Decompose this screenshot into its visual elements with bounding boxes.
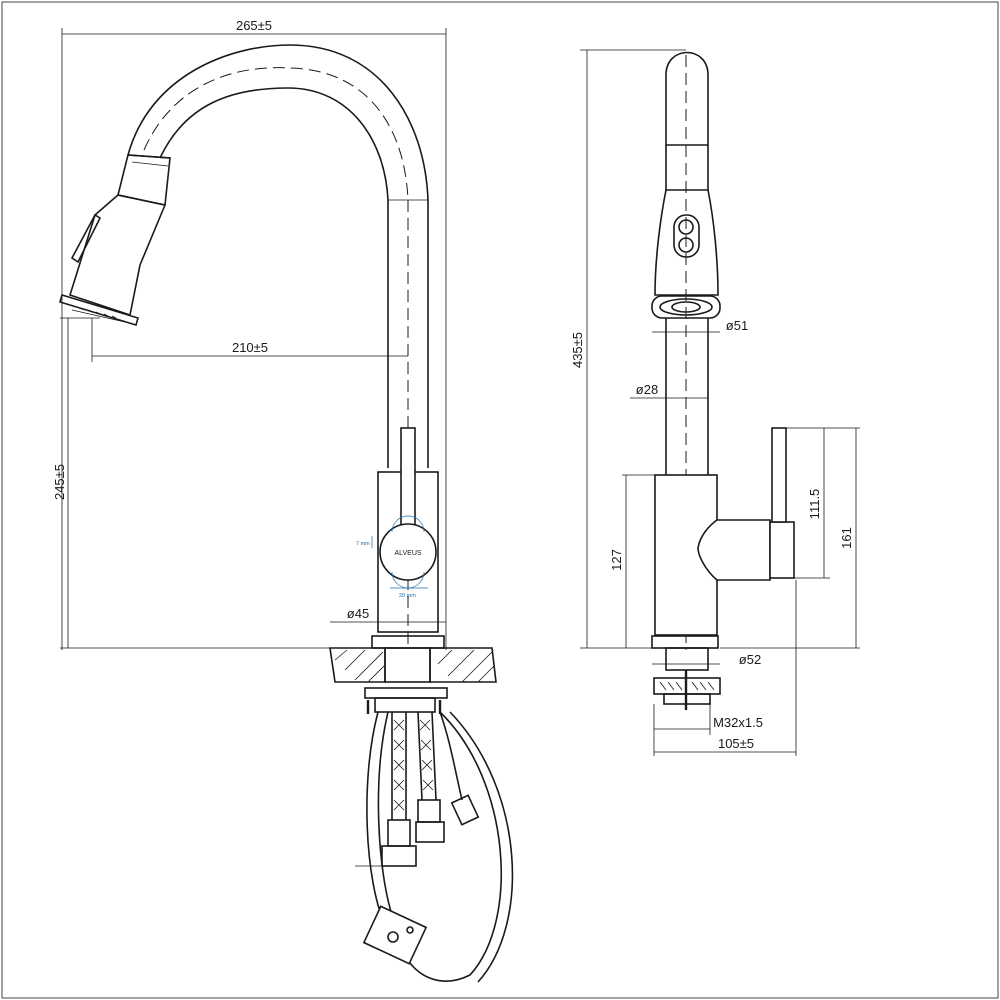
dim-spout-diameter: ø28 xyxy=(630,382,708,399)
base-diameter-label: ø45 xyxy=(347,606,369,621)
spout-reach-label: 210±5 xyxy=(232,340,268,355)
body-height-label: 127 xyxy=(609,549,624,571)
spout-diameter-label: ø28 xyxy=(636,382,658,397)
dim-base-diameter: ø45 xyxy=(330,606,446,623)
dim-depth: 105±5 xyxy=(654,580,797,756)
flange-diameter-label: ø52 xyxy=(739,652,761,667)
supply-hoses xyxy=(355,711,514,983)
total-height-label: 435±5 xyxy=(570,332,585,368)
spout-height-label: 245±5 xyxy=(52,464,67,500)
dim-flange-diameter: ø52 xyxy=(652,652,761,667)
side-mounting xyxy=(653,647,721,710)
front-view: 265±5 210±5 xyxy=(52,18,514,983)
dim-overall-reach: 265±5 xyxy=(61,18,447,650)
label-7mm: 7 mm xyxy=(356,541,370,547)
countertop xyxy=(329,647,497,714)
depth-label: 105±5 xyxy=(718,736,754,751)
dim-lever-heights: 111.5 161 xyxy=(720,427,860,649)
side-body xyxy=(651,427,795,649)
side-view: 435±5 ø51 ø28 xyxy=(570,49,860,756)
dim-thread: M32x1.5 xyxy=(653,704,763,756)
head-diameter-label: ø51 xyxy=(726,318,748,333)
overall-reach-label: 265±5 xyxy=(236,18,272,33)
dim-spout-reach: 210±5 xyxy=(91,318,408,362)
dim-head-diameter: ø51 xyxy=(652,318,748,333)
spout-gooseneck xyxy=(127,44,429,650)
side-lever xyxy=(771,427,787,523)
lever-top-height-label: 161 xyxy=(839,527,854,549)
spray-head xyxy=(59,154,171,327)
hose-nut-left xyxy=(381,845,417,867)
thread-label: M32x1.5 xyxy=(713,715,763,730)
hose-weight xyxy=(362,905,428,965)
dim-total-height: 435±5 xyxy=(570,49,686,649)
quick-connector xyxy=(450,794,480,826)
faucet-body: ALVEUS 7 mm 20 mm xyxy=(356,427,445,649)
lever-height-label: 111.5 xyxy=(807,489,822,520)
brand-label: ALVEUS xyxy=(394,550,421,557)
dim-body-height: 127 xyxy=(609,474,655,648)
hose-nut-right xyxy=(415,821,445,843)
dim-spout-height: 245±5 xyxy=(52,317,330,649)
label-20mm: 20 mm xyxy=(399,593,416,599)
logo-disc xyxy=(379,523,437,581)
